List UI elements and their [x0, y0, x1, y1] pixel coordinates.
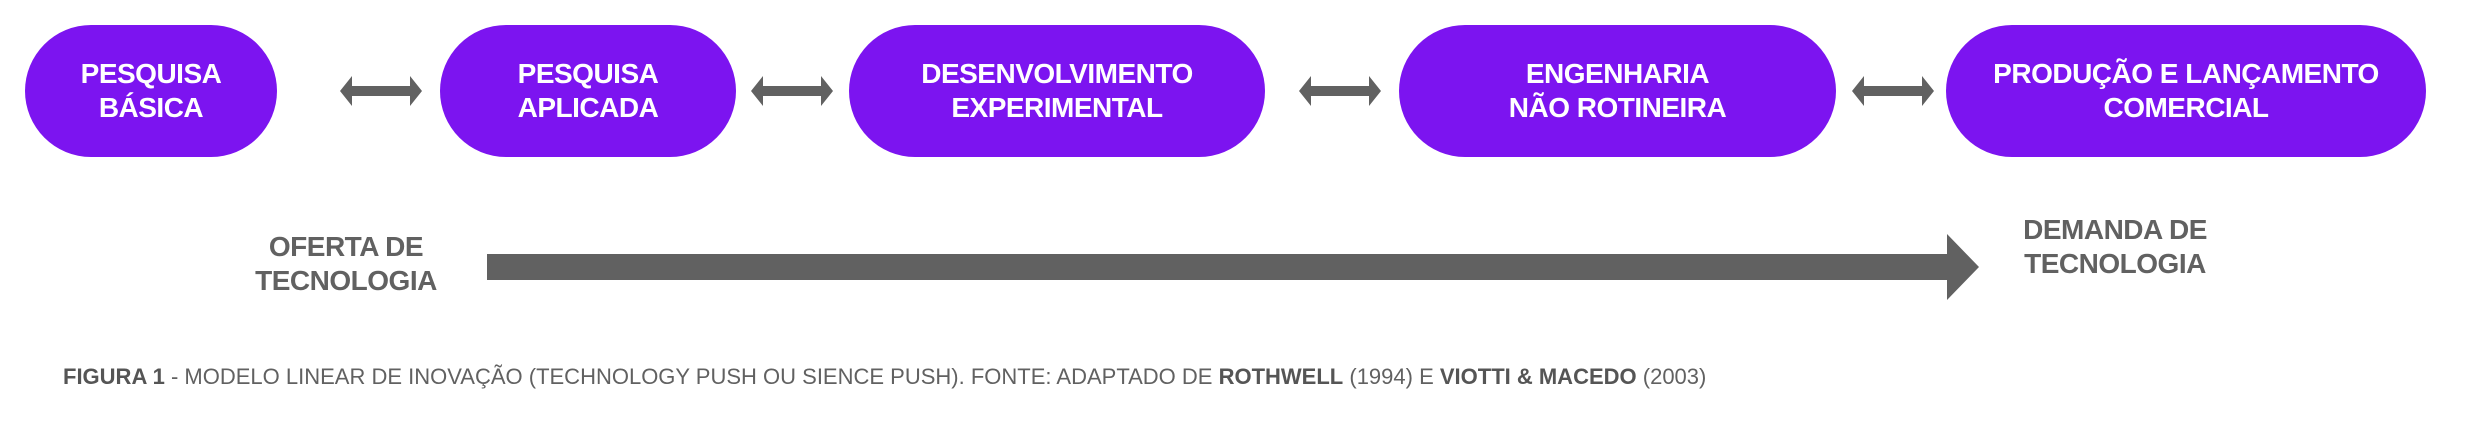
- double-arrow-icon: [1852, 76, 1934, 106]
- double-arrow-icon: [751, 76, 833, 106]
- stage-pesquisa-basica: PESQUISA BÁSICA: [25, 25, 277, 157]
- stage-label: COMERCIAL: [2103, 92, 2269, 123]
- stage-label: DESENVOLVIMENTO: [921, 58, 1193, 89]
- stage-pesquisa-aplicada: PESQUISA APLICADA: [440, 25, 736, 157]
- supply-to-demand-arrow-icon: [487, 234, 1979, 300]
- double-arrow-icon: [340, 76, 422, 106]
- stage-label: EXPERIMENTAL: [951, 92, 1163, 123]
- double-arrow-icon: [1299, 76, 1381, 106]
- stage-label: NÃO ROTINEIRA: [1508, 92, 1727, 123]
- supply-label-line: TECNOLOGIA: [255, 265, 437, 296]
- demand-label-line: TECNOLOGIA: [2024, 248, 2206, 279]
- caption-figure-number: FIGURA 1: [63, 364, 165, 389]
- caption-author: ROTHWELL: [1218, 364, 1344, 389]
- stage-engenharia-nao-rotineira: ENGENHARIA NÃO ROTINEIRA: [1399, 25, 1836, 157]
- stage-label: ENGENHARIA: [1525, 58, 1710, 89]
- stage-label: APLICADA: [517, 92, 659, 123]
- stage-label: BÁSICA: [98, 92, 204, 123]
- caption-year: (2003): [1636, 364, 1707, 389]
- stage-label: PRODUÇÃO E LANÇAMENTO: [1993, 58, 2379, 89]
- stage-label: PESQUISA: [517, 58, 659, 89]
- caption-text: - MODELO LINEAR DE INOVAÇÃO (TECHNOLOGY …: [164, 364, 1219, 389]
- stage-producao-lancamento: PRODUÇÃO E LANÇAMENTO COMERCIAL: [1946, 25, 2426, 157]
- supply-label: OFERTA DE TECNOLOGIA: [236, 230, 456, 298]
- stage-desenvolvimento-experimental: DESENVOLVIMENTO EXPERIMENTAL: [849, 25, 1265, 157]
- demand-label: DEMANDA DE TECNOLOGIA: [1995, 213, 2235, 281]
- supply-label-line: OFERTA DE: [268, 231, 424, 262]
- caption-author: VIOTTI & MACEDO: [1439, 364, 1637, 389]
- figure-caption: FIGURA 1 - MODELO LINEAR DE INOVAÇÃO (TE…: [63, 364, 1706, 390]
- stage-label: PESQUISA: [80, 58, 222, 89]
- caption-year: (1994) E: [1343, 364, 1440, 389]
- demand-label-line: DEMANDA DE: [2023, 214, 2207, 245]
